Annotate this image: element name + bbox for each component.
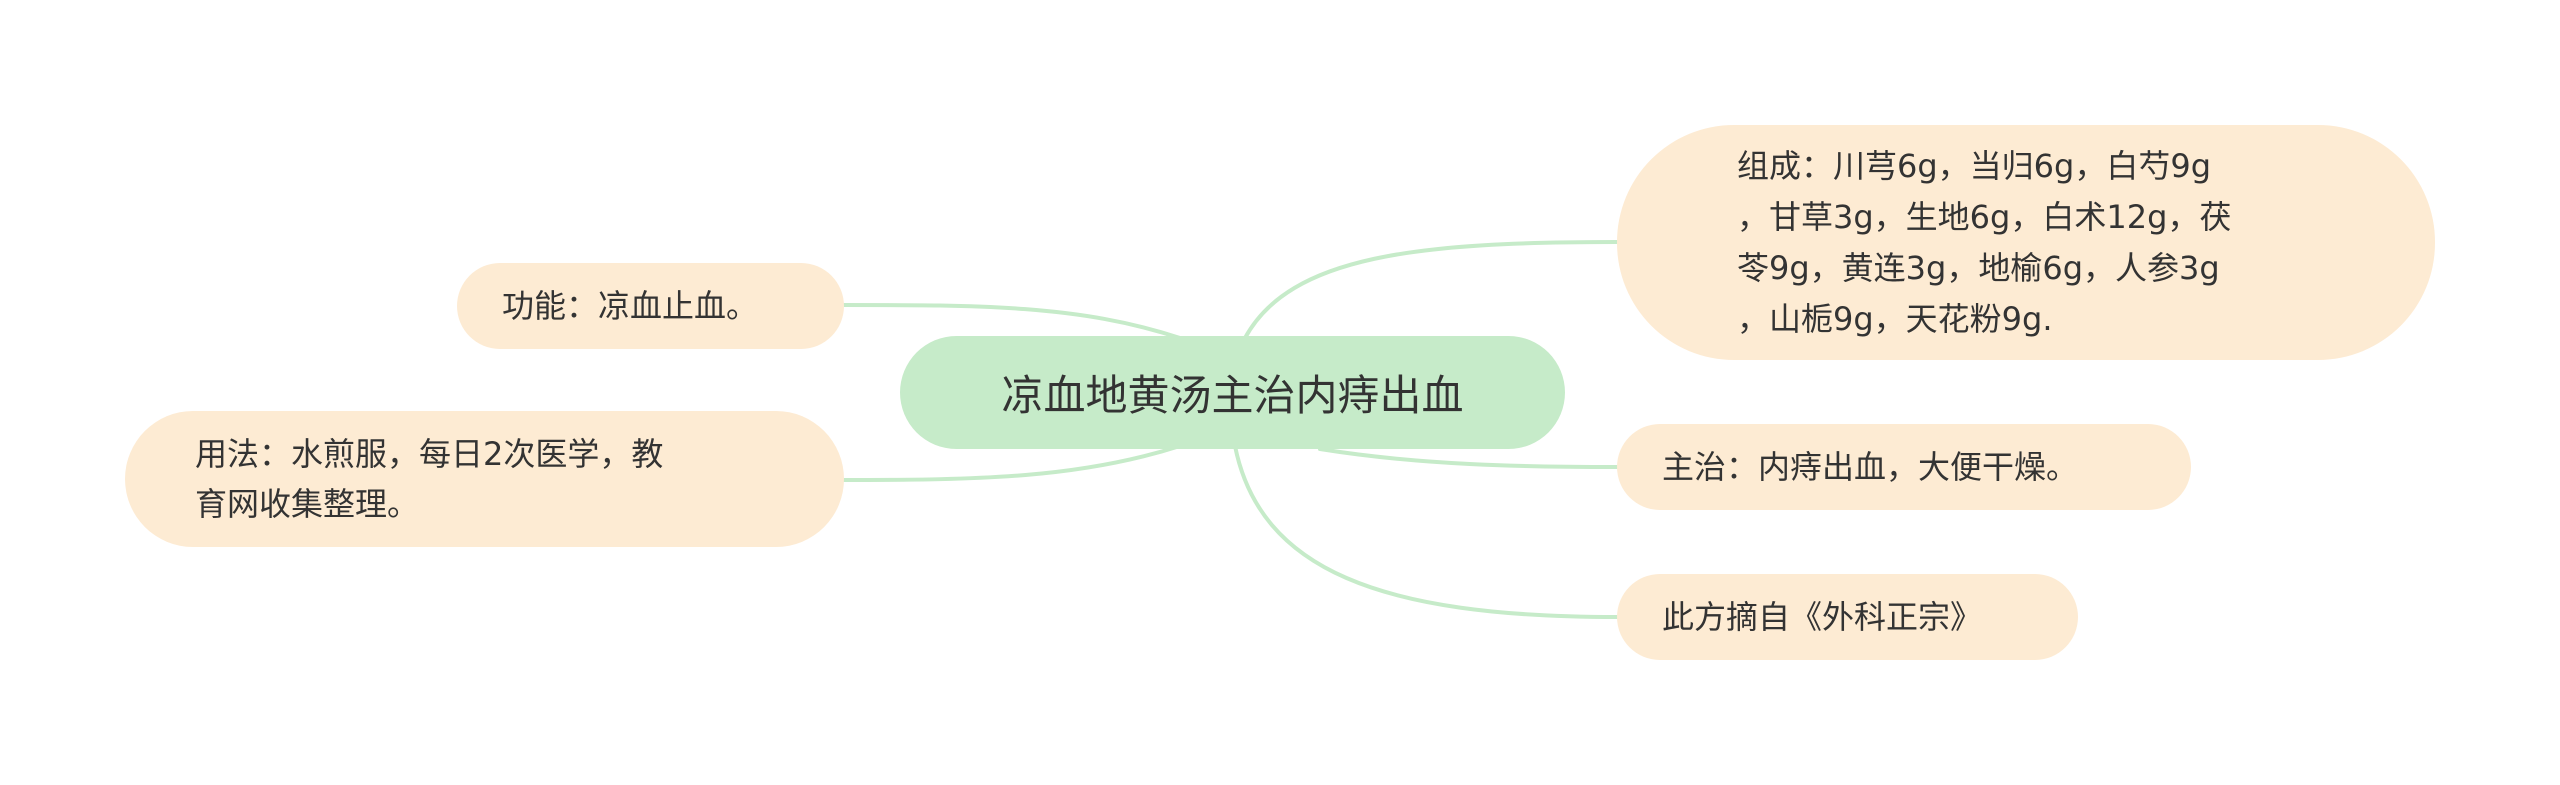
indication-node[interactable]: 主治：内痔出血，大便干燥。 bbox=[1617, 424, 2191, 510]
composition-node[interactable]: 组成：川芎6g，当归6g，白芍9g ，甘草3g，生地6g，白术12g，茯 苓9g… bbox=[1617, 125, 2435, 360]
usage-label: 用法：水煎服，每日2次医学，教 育网收集整理。 bbox=[195, 435, 664, 523]
indication-label: 主治：内痔出血，大便干燥。 bbox=[1662, 448, 2079, 486]
function-label: 功能：凉血止血。 bbox=[502, 287, 759, 325]
composition-label: 组成：川芎6g，当归6g，白芍9g ，甘草3g，生地6g，白术12g，茯 苓9g… bbox=[1737, 146, 2232, 338]
usage-node[interactable]: 用法：水煎服，每日2次医学，教 育网收集整理。 bbox=[125, 411, 844, 547]
source-label: 此方摘自《外科正宗》 bbox=[1662, 598, 1983, 636]
connector-root-to-function bbox=[842, 303, 1182, 340]
connector-root-to-source bbox=[1233, 444, 1619, 619]
central-topic-label: 凉血地黄汤主治内痔出血 bbox=[1001, 371, 1464, 420]
connector-root-to-composition bbox=[1243, 240, 1619, 340]
connector-root-to-indication bbox=[1318, 447, 1619, 469]
central-topic-node[interactable]: 凉血地黄汤主治内痔出血 bbox=[900, 336, 1565, 449]
source-node[interactable]: 此方摘自《外科正宗》 bbox=[1617, 574, 2078, 660]
function-node[interactable]: 功能：凉血止血。 bbox=[457, 263, 844, 349]
connector-root-to-usage bbox=[842, 444, 1182, 482]
